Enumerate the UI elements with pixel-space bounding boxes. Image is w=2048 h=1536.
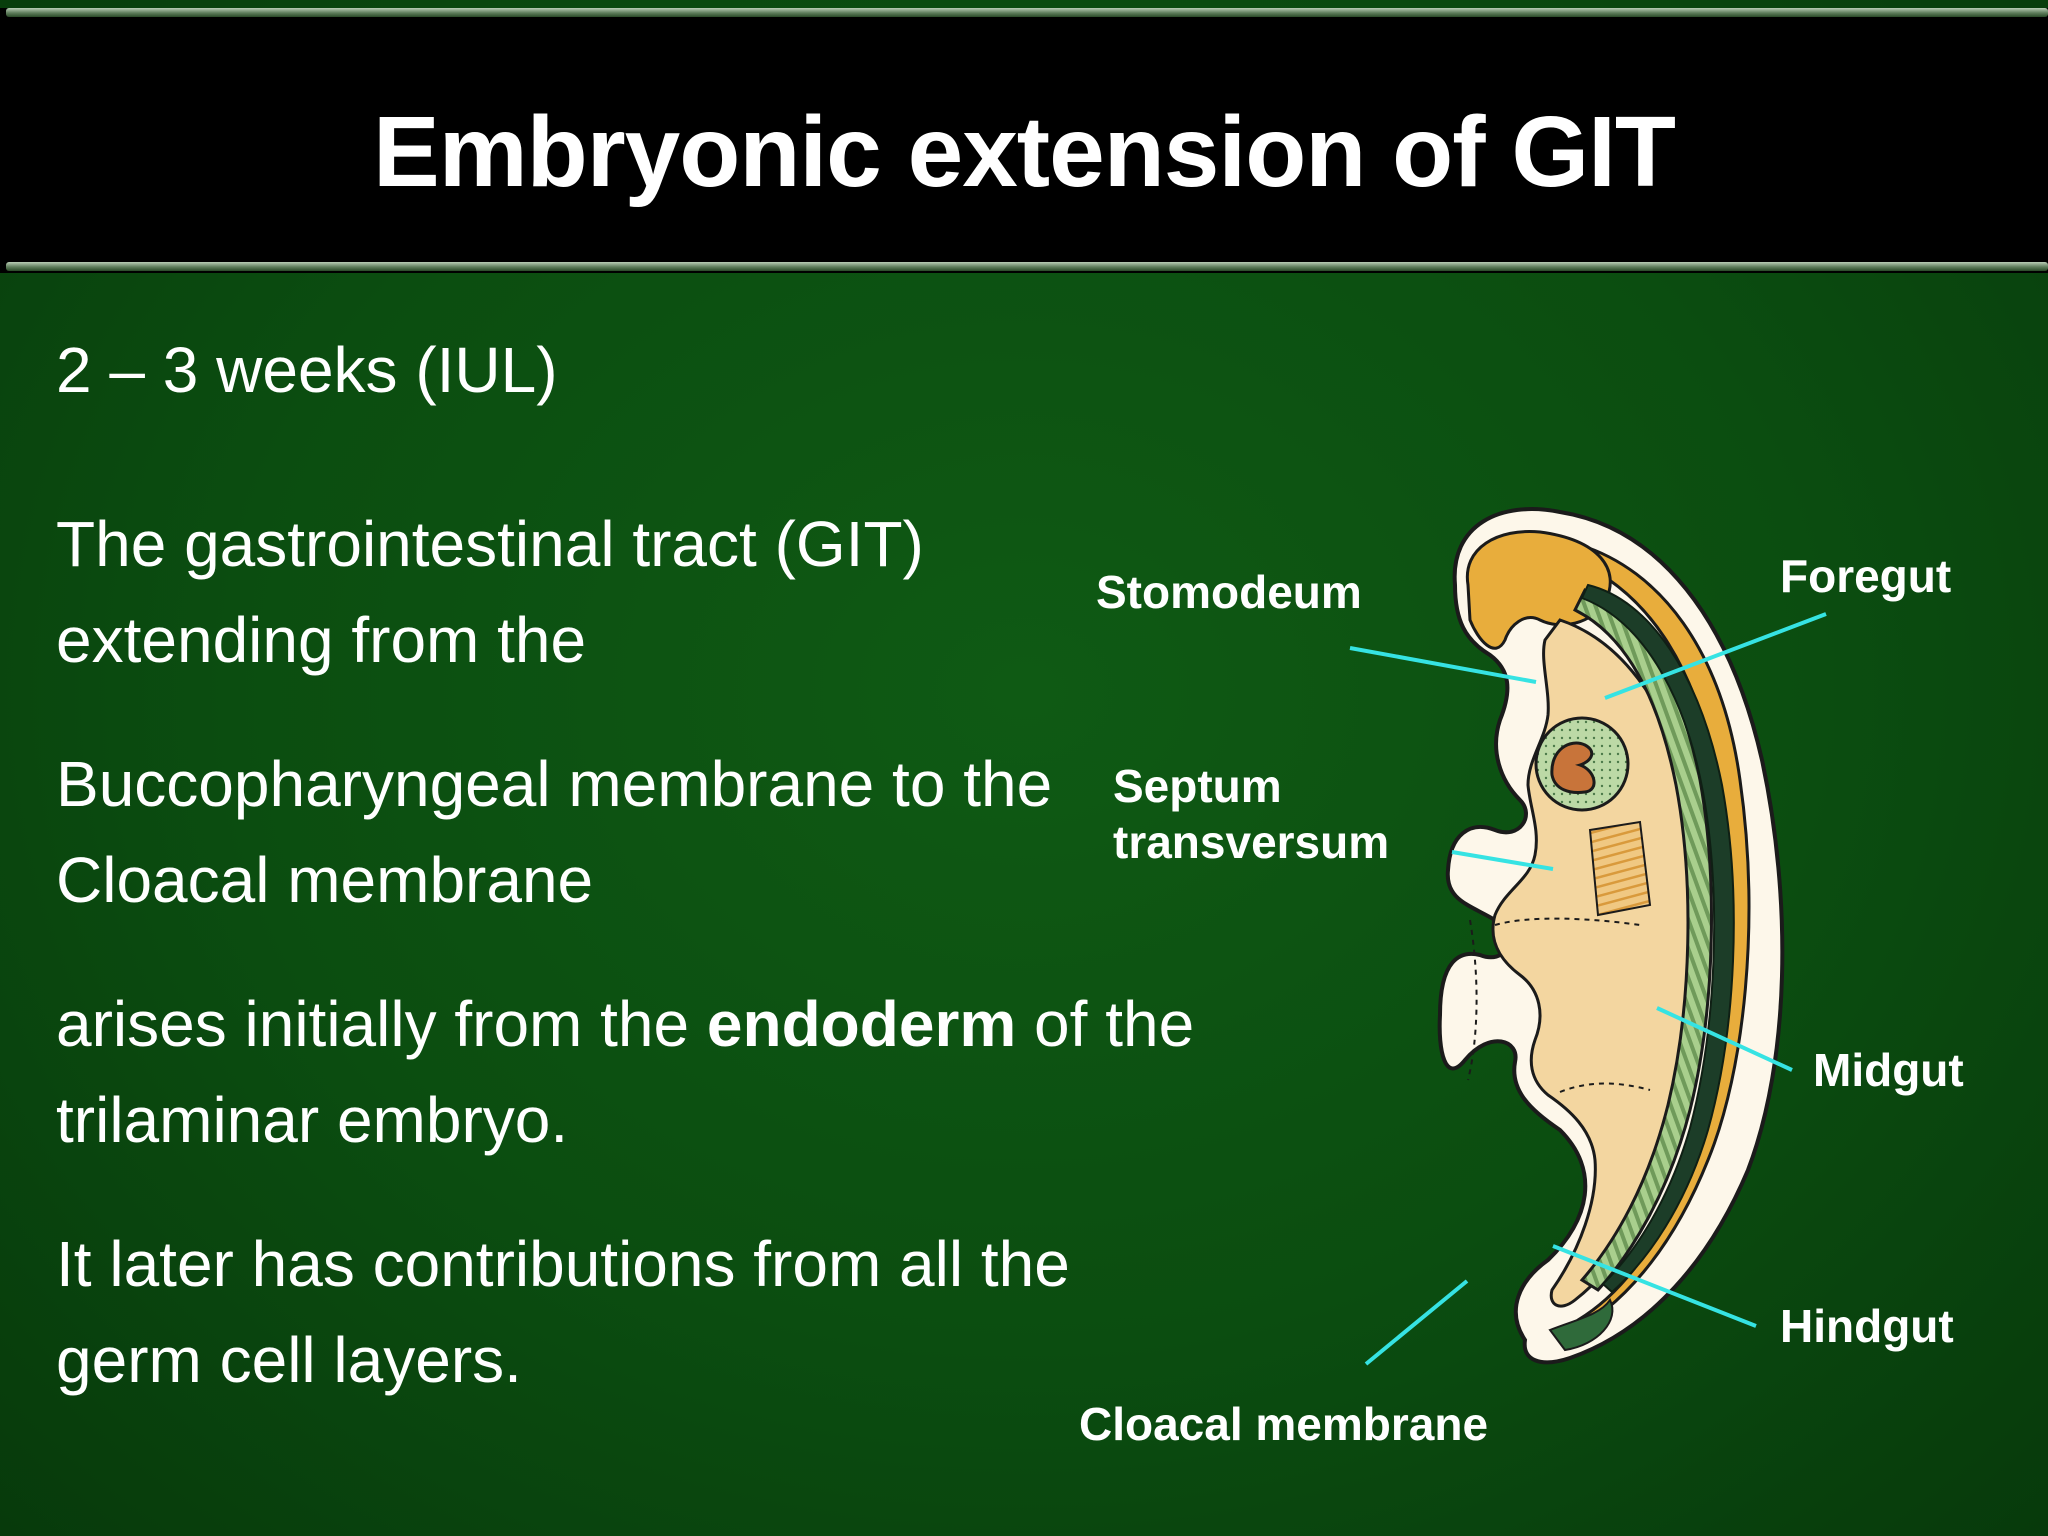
boundary-upper [1494, 917, 1641, 926]
leader-septum [1451, 850, 1554, 871]
leader-hindgut [1552, 1244, 1757, 1328]
title-rule-bottom [6, 262, 2048, 271]
cloaca-region [1548, 1298, 1614, 1352]
endoderm-emphasis: endoderm [706, 988, 1017, 1060]
paragraph-contributions: It later has contributions from all the … [56, 1228, 1070, 1396]
origin-text-start: arises initially from the [56, 988, 707, 1060]
boundary-lower [1559, 1082, 1651, 1093]
heart-primordium [1550, 741, 1596, 794]
title-bar [0, 8, 2048, 273]
leader-cloacal [1364, 1279, 1469, 1366]
label-midgut: Midgut [1813, 1044, 1964, 1096]
paragraph-membranes: Buccopharyngeal membrane to the Cloacal … [56, 748, 1053, 916]
label-septum-line1: Septum [1113, 760, 1282, 812]
leader-lines [1349, 612, 1827, 1366]
origin-text-end: of the trilaminar embryo. [56, 988, 1195, 1156]
paragraph-origin: arises initially from the endoderm of th… [56, 976, 1196, 1168]
slide-title: Embryonic extension of GIT [373, 96, 1676, 208]
leader-foregut [1604, 612, 1827, 700]
label-hindgut: Hindgut [1780, 1300, 1954, 1352]
neural-tube [1580, 583, 1735, 1294]
label-stomodeum: Stomodeum [1096, 566, 1362, 618]
boundary-yolk [1467, 919, 1478, 1081]
paragraph-extent: The gastrointestinal tract (GIT) extendi… [56, 508, 924, 676]
leader-midgut [1656, 1006, 1793, 1072]
label-cloacal-membrane: Cloacal membrane [1079, 1398, 1489, 1450]
title-rule-top [6, 8, 2048, 17]
subtitle-timeframe: 2 – 3 weeks (IUL) [56, 334, 558, 406]
septum-transversum-shape [1588, 820, 1652, 917]
leader-stomodeum [1349, 646, 1537, 684]
label-foregut: Foregut [1780, 550, 1952, 602]
label-septum-line2: transversum [1113, 816, 1390, 868]
